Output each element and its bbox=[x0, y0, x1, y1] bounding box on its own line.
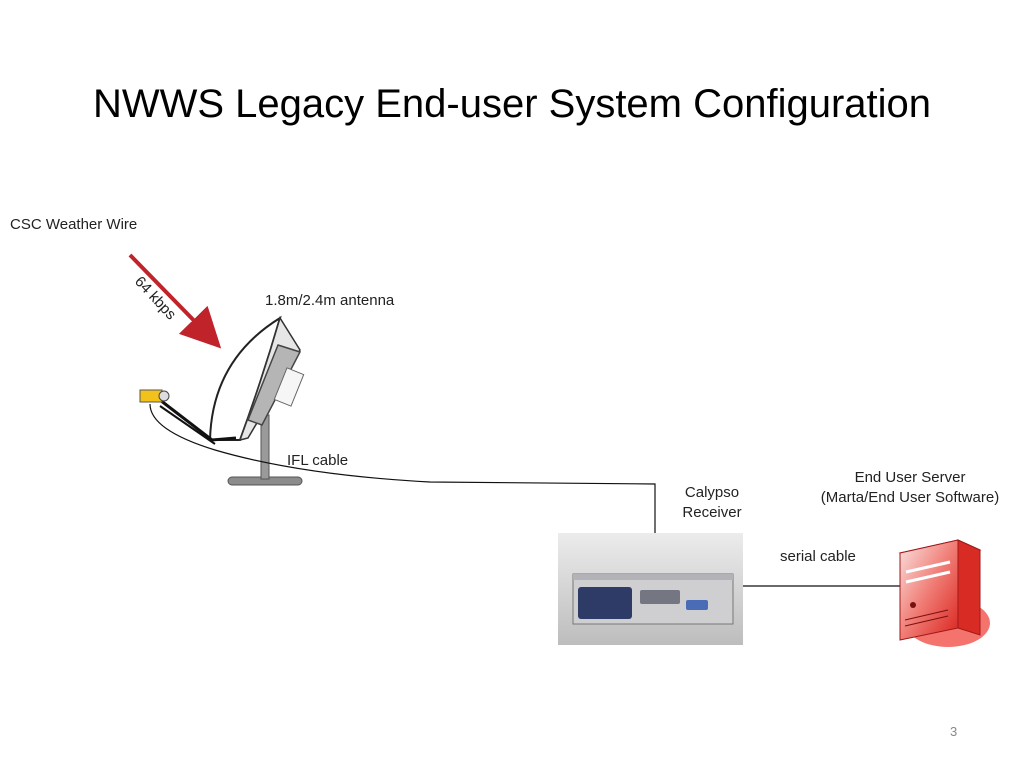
ifl-cable bbox=[149, 403, 656, 533]
receiver-label-line1: Calypso bbox=[684, 484, 740, 501]
server-label-line2: (Marta/End User Software) bbox=[820, 489, 1000, 506]
signal-arrow bbox=[128, 253, 222, 349]
server-icon bbox=[898, 539, 990, 647]
antenna-icon bbox=[139, 315, 305, 486]
source-label: CSC Weather Wire bbox=[10, 216, 138, 233]
antenna-label: 1.8m/2.4m antenna bbox=[265, 292, 395, 309]
receiver-label-line2: Receiver bbox=[682, 504, 742, 521]
slide-title: NWWS Legacy End-user System Configuratio… bbox=[92, 82, 932, 126]
serial-cable-label: serial cable bbox=[780, 548, 856, 565]
page-number: 3 bbox=[950, 724, 958, 739]
receiver-icon bbox=[558, 533, 743, 645]
server-label: End User Server (Marta/End User Software… bbox=[800, 468, 1020, 508]
receiver-label: Calypso Receiver bbox=[662, 483, 762, 523]
ifl-cable-label: IFL cable bbox=[287, 452, 349, 469]
server-label-line1: End User Server bbox=[854, 469, 966, 486]
